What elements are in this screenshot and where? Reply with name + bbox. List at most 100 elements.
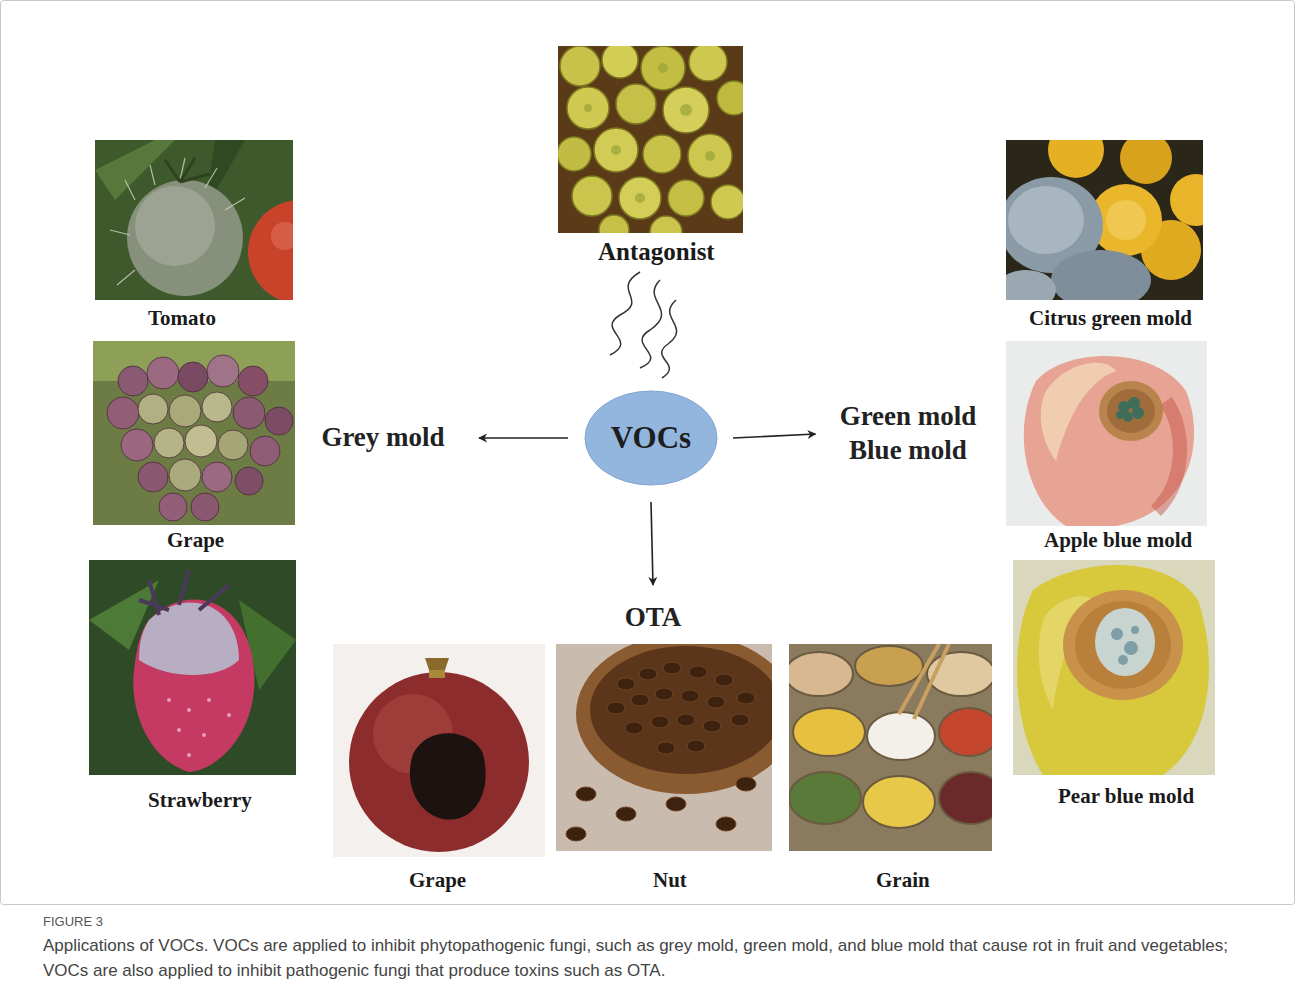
strawberry-photo-part	[167, 698, 231, 757]
grape-photo-part-part	[169, 395, 201, 427]
grape-photo-part-part	[147, 357, 179, 389]
grain-photo	[785, 644, 1003, 851]
node-text: Blue mold	[849, 434, 967, 468]
tomato-photo-part	[248, 200, 352, 304]
nut-photo-part-part	[657, 742, 675, 754]
antagonist-photo-part-part	[641, 46, 685, 90]
antagonist-photo-part-part	[560, 46, 600, 86]
nut-photo-part-part	[681, 690, 699, 702]
strawberry-photo-part	[139, 603, 239, 675]
photo-label: Tomato	[148, 306, 216, 331]
nut-photo-part-part	[655, 688, 673, 700]
strawberry-photo-part-part	[207, 698, 211, 702]
tomato-photo-part	[110, 158, 245, 285]
citrus-photo-part	[1051, 250, 1151, 310]
nut-photo-part-part	[625, 722, 643, 734]
antagonist-photo-part	[557, 42, 751, 248]
strawberry-photo-part	[139, 570, 229, 615]
grain-photo-part-part	[939, 708, 999, 756]
grape-photo-part-part	[121, 429, 153, 461]
pear-photo-part-part	[1111, 628, 1123, 640]
volatile-squiggles	[610, 272, 677, 378]
pear-photo-part	[1111, 626, 1139, 665]
grape-photo-part-part	[159, 493, 187, 521]
photo-label: Strawberry	[148, 788, 252, 813]
grain-photo-part-part	[867, 712, 935, 760]
antagonist-photo-part-part	[680, 104, 692, 116]
photo-label: Grain	[876, 868, 930, 893]
strawberry-photo-part-part	[177, 728, 181, 732]
strawberry-photo-part	[133, 600, 254, 772]
citrus-photo-part	[996, 270, 1056, 310]
grape-photo-part-part	[138, 394, 168, 424]
grain-photo-part-part	[855, 646, 923, 686]
pear-photo-part-part	[1118, 655, 1128, 665]
arrow-connector	[479, 437, 568, 439]
photo-label: Nut	[653, 868, 687, 893]
figure-frame	[1, 1, 1295, 905]
pear-photo	[1013, 560, 1215, 775]
grain-photo-part-part	[939, 772, 1003, 824]
nut-photo-part-part	[666, 797, 686, 811]
antagonist-photo-part-part	[717, 81, 751, 115]
tomato-photo-part	[271, 222, 299, 250]
grape-photo-part-part	[169, 459, 201, 491]
ellipse-fill	[585, 391, 717, 485]
tomato-photo-part	[127, 180, 243, 296]
grain-photo-part	[899, 644, 949, 719]
grape-photo-part-part	[118, 366, 148, 396]
apple-photo-part-part	[1116, 411, 1124, 419]
antagonist-photo-part-part	[658, 63, 668, 73]
grape-photo-part-part	[207, 355, 239, 387]
nut-photo-part-part	[651, 716, 669, 728]
pear-photo-part	[1095, 608, 1155, 676]
antagonist-photo-part-part	[663, 87, 709, 133]
antagonist-photo-part-part	[711, 185, 745, 219]
citrus-photo	[996, 122, 1222, 310]
node-text: OTA	[625, 601, 682, 635]
figure-number: FIGURE 3	[43, 914, 103, 930]
node-text: Grey mold	[321, 421, 444, 455]
target-label-node: Grey mold	[315, 419, 451, 457]
nut-photo-part-part	[617, 678, 635, 690]
volatile-squiggles-part	[662, 300, 677, 378]
antagonist-photo-part-part	[611, 145, 621, 155]
apple-photo	[1006, 341, 1207, 526]
antagonist-photo	[557, 42, 751, 248]
grape-photo-part-part	[138, 462, 168, 492]
grape-photo-part	[93, 341, 295, 525]
antagonist-photo-part-part	[616, 84, 656, 124]
grain-photo-part-part	[863, 776, 935, 828]
grape-photo-part-part	[191, 493, 219, 521]
grape-photo-part-part	[202, 392, 232, 422]
grape-photo-part-part	[185, 425, 217, 457]
pear-photo-part-part	[1124, 641, 1138, 655]
photo-label: Apple blue mold	[1044, 528, 1192, 553]
photo-label: Grape	[167, 528, 224, 553]
apple-photo-part	[1006, 341, 1207, 526]
strawberry-photo-part-part	[167, 698, 171, 702]
apple-photo-part-part	[1132, 407, 1144, 419]
apple-photo-part	[1099, 381, 1163, 441]
grape-rot-photo-part	[349, 672, 529, 852]
nut-photo-part-part	[616, 807, 636, 821]
voc-ellipse: VOCs	[584, 390, 718, 486]
arrow-connector	[651, 502, 653, 585]
strawberry-photo-part-part	[202, 733, 206, 737]
node-text: Green mold	[840, 400, 977, 434]
grape-photo-part-part	[238, 366, 268, 396]
antagonist-label: Antagonist	[598, 237, 715, 267]
pear-photo-part-part	[1131, 626, 1139, 634]
photo-label: Grape	[409, 868, 466, 893]
pear-photo-part	[1013, 560, 1215, 775]
nut-photo-part-part	[715, 674, 733, 686]
nut-photo-part	[566, 662, 756, 841]
antagonist-photo-part-part	[688, 134, 732, 178]
tomato-photo-part-part	[110, 158, 245, 285]
strawberry-photo-part-part	[187, 753, 191, 757]
target-label-node: Green moldBlue mold	[834, 398, 983, 470]
nut-photo-part-part	[663, 662, 681, 674]
strawberry-photo-part-part	[227, 713, 231, 717]
antagonist-photo-part-part	[668, 180, 704, 216]
